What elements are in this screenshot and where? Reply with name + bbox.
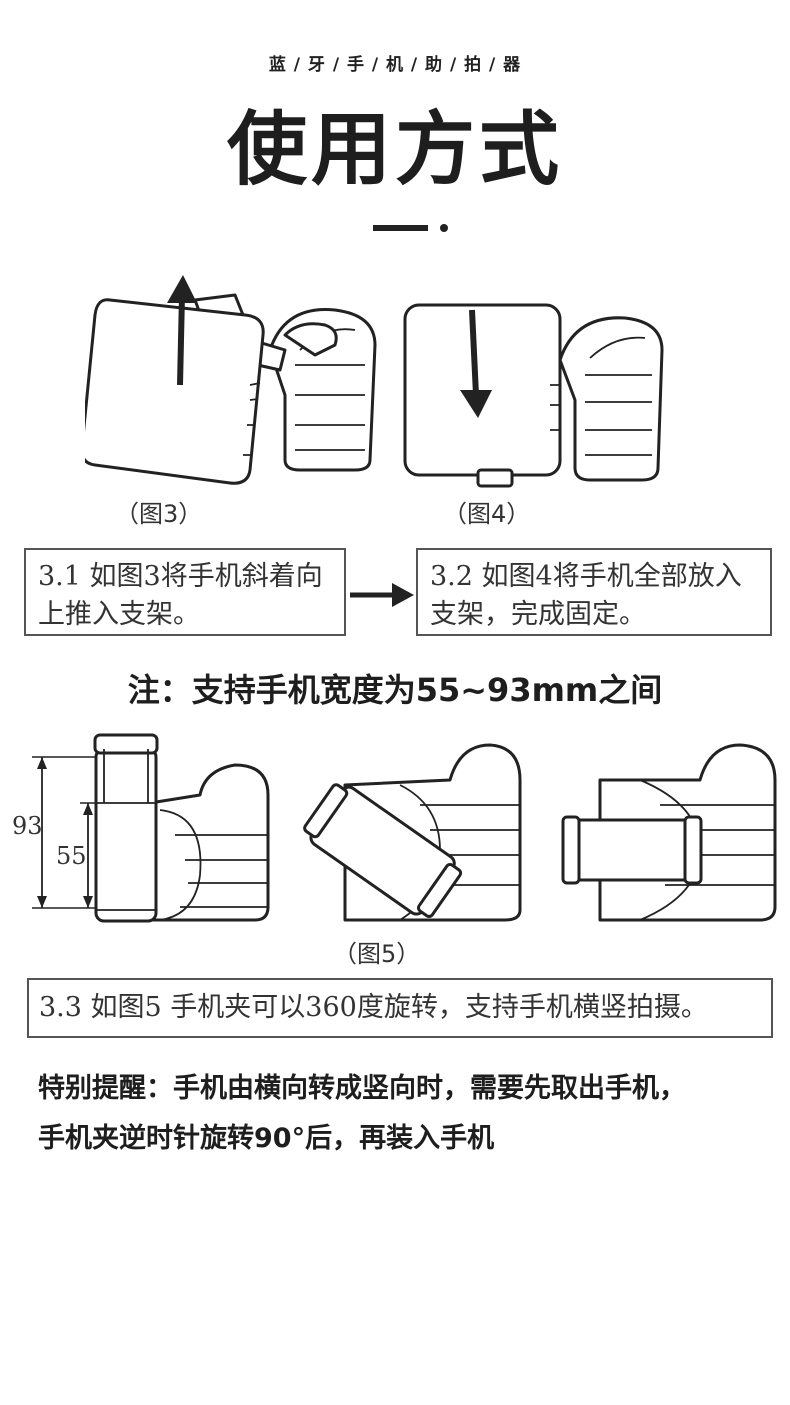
page-title: 使用方式 [227, 103, 563, 196]
special-reminder-line-1: 特别提醒：手机由横向转成竖向时，需要先取出手机， [38, 1073, 686, 1104]
step-3-3-box: 3.3 如图5 手机夹可以360度旋转，支持手机横竖拍摄。 [27, 978, 773, 1038]
step-3-3-text: 3.3 如图5 手机夹可以360度旋转，支持手机横竖拍摄。 [39, 992, 708, 1023]
arrow-right-icon [350, 583, 414, 607]
dimension-55-label: 55 [56, 842, 87, 870]
figure-4-illustration [403, 303, 664, 488]
title-divider [373, 225, 428, 231]
figure-3-illustration [85, 275, 377, 485]
figure-3-caption: （图3） [115, 500, 203, 528]
figure-5-illustration [32, 733, 777, 923]
special-reminder-line-2: 手机夹逆时针旋转90°后，再装入手机 [38, 1123, 495, 1154]
step-3-2-box: 3.2 如图4将手机全部放入支架，完成固定。 [416, 548, 772, 636]
width-note: 注：支持手机宽度为55~93mm之间 [127, 671, 663, 709]
dimension-93-label: 93 [12, 812, 43, 840]
step-3-1-box: 3.1 如图3将手机斜着向上推入支架。 [24, 548, 346, 636]
step-3-2-text: 3.2 如图4将手机全部放入支架，完成固定。 [430, 561, 742, 630]
product-subtitle: 蓝 / 牙 / 手 / 机 / 助 / 拍 / 器 [268, 55, 522, 75]
figure-4-caption: （图4） [443, 500, 531, 528]
step-3-1-text: 3.1 如图3将手机斜着向上推入支架。 [38, 561, 323, 630]
figure-5-caption: （图5） [333, 940, 421, 968]
title-divider-dot [440, 224, 448, 232]
